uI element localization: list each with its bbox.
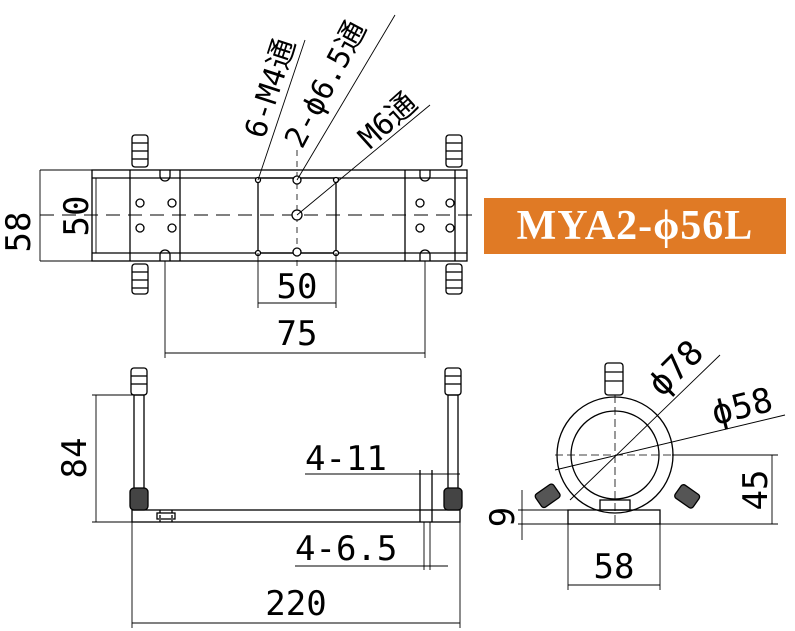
dim-75: 75 <box>277 314 318 354</box>
top-holes <box>135 175 455 257</box>
dim-50-vertical: 50 <box>57 196 97 237</box>
dim-50-spacing: 50 <box>277 267 318 307</box>
dim-58-top: 58 <box>0 212 39 253</box>
side-view <box>518 354 786 590</box>
callout-m6: M6通 <box>352 86 425 156</box>
top-plate-outline <box>91 169 468 262</box>
dim-84: 84 <box>55 438 95 479</box>
dim-220: 220 <box>265 584 326 624</box>
model-badge: MYA2-ϕ56L <box>484 198 786 254</box>
top-view <box>39 14 480 358</box>
top-knobs <box>131 134 463 295</box>
side-base <box>567 509 661 525</box>
front-base-plate <box>131 509 461 523</box>
dim-phi58: ϕ58 <box>708 380 777 434</box>
dim-9: 9 <box>483 507 523 527</box>
callout-4-11: 4-11 <box>305 439 387 479</box>
callout-4-6-5: 4-6.5 <box>295 529 397 569</box>
dim-phi78: ϕ78 <box>640 333 712 405</box>
dim-58-side: 58 <box>594 547 635 587</box>
front-view <box>92 367 463 628</box>
dim-45: 45 <box>736 470 776 511</box>
